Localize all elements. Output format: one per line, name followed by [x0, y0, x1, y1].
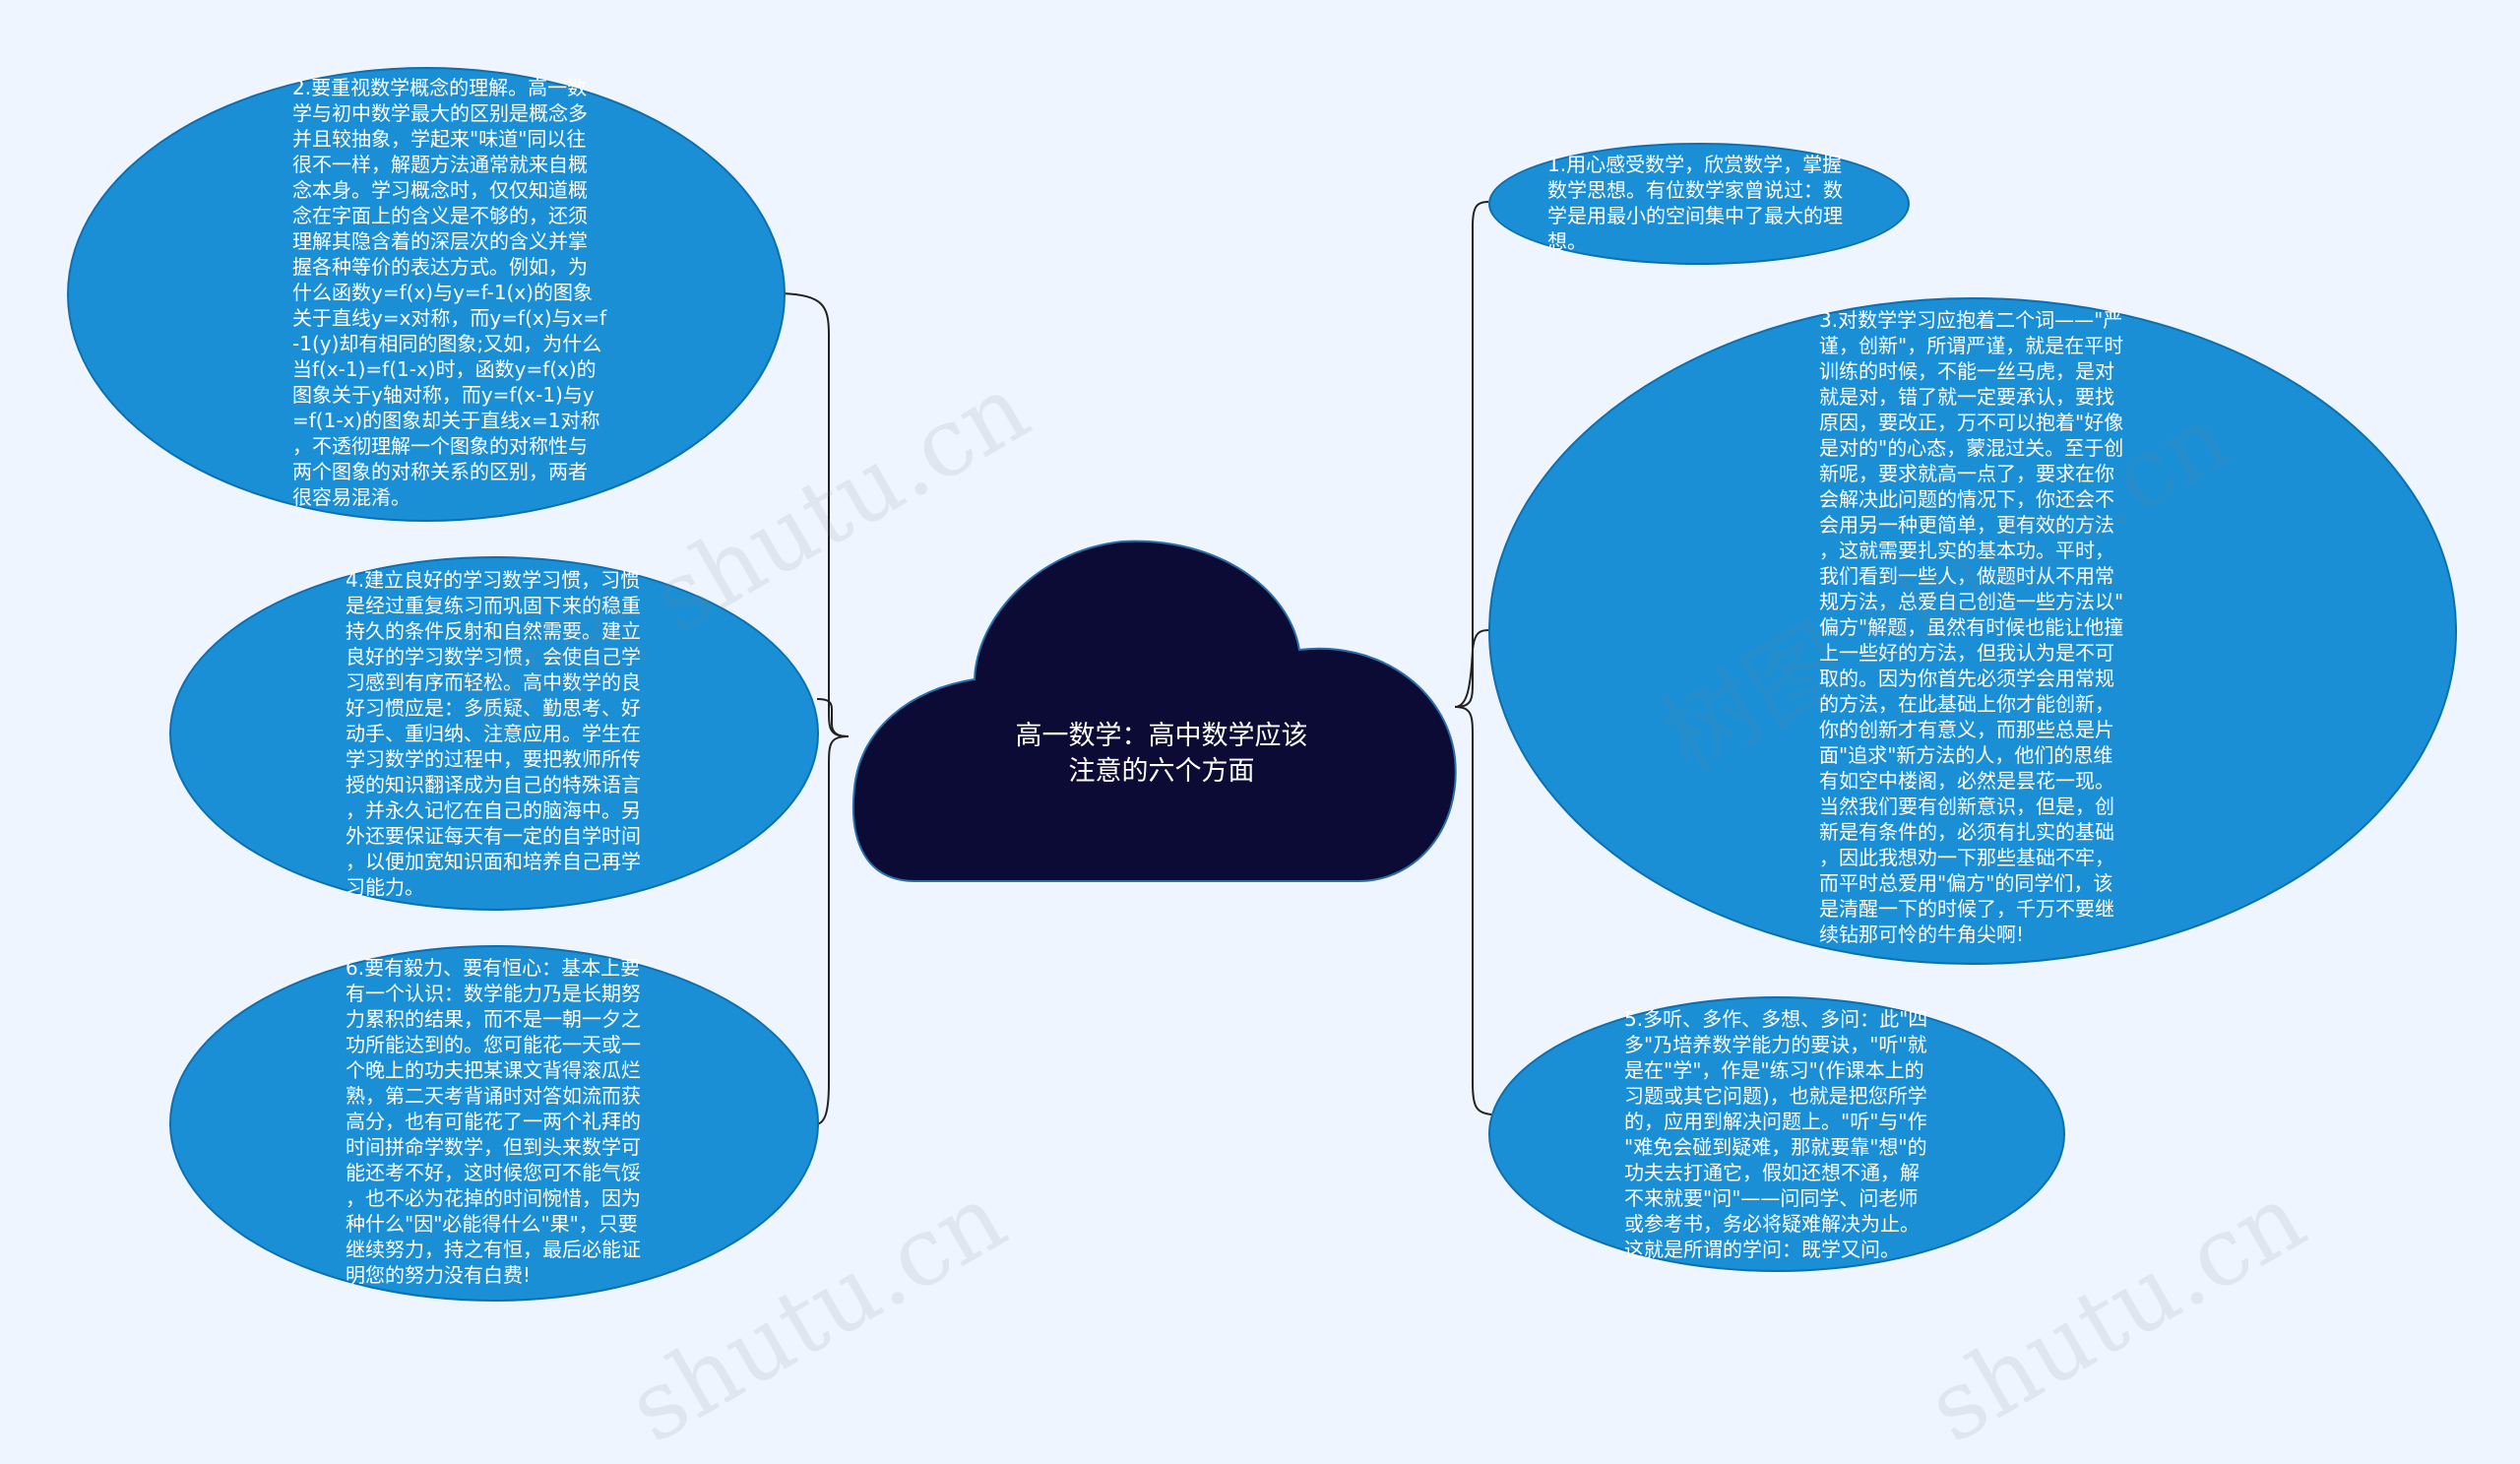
node-n5-text: 5.多听、多作、多想、多问：此"四 多"乃培养数学能力的要诀，"听"就 是在"学… — [1624, 1007, 1928, 1261]
node-n4-text: 4.建立良好的学习数学习惯，习惯 是经过重复练习而巩固下来的稳重 持久的条件反射… — [346, 568, 641, 899]
node-n1-text: 1.用心感受数学，欣赏数学，掌握 数学思想。有位数学家曾说过：数 学是用最小的空… — [1547, 153, 1843, 253]
connector-n3 — [1454, 629, 1492, 708]
connector-n5 — [1454, 706, 1492, 1115]
connector-n6 — [816, 735, 850, 1125]
central-topic[interactable]: 高一数学：高中数学应该 注意的六个方面 — [1015, 721, 1308, 787]
connector-n1 — [1454, 201, 1489, 708]
mindmap-canvas — [782, 201, 1492, 1125]
node-n6-text: 6.要有毅力、要有恒心：基本上要 有一个认识：数学能力乃是长期努 力累积的结果，… — [346, 956, 641, 1287]
node-n6[interactable] — [169, 945, 819, 1302]
node-n2-text: 2.要重视数学概念的理解。高一数 学与初中数学最大的区别是概念多 并且较抽象，学… — [292, 76, 607, 509]
node-n4[interactable] — [169, 556, 819, 911]
node-n5[interactable] — [1488, 996, 2065, 1272]
connectors — [782, 201, 1492, 1125]
connector-n4 — [816, 698, 850, 737]
connector-n2 — [782, 292, 850, 737]
node-n2[interactable] — [67, 67, 786, 522]
node-n3[interactable] — [1488, 297, 2457, 965]
node-n3-text: 3.对数学学习应抱着二个词——"严 谨，创新"，所谓严谨，就是在平时 训练的时候… — [1819, 308, 2124, 946]
central-cloud — [851, 540, 1457, 882]
node-n1[interactable] — [1488, 143, 1910, 265]
